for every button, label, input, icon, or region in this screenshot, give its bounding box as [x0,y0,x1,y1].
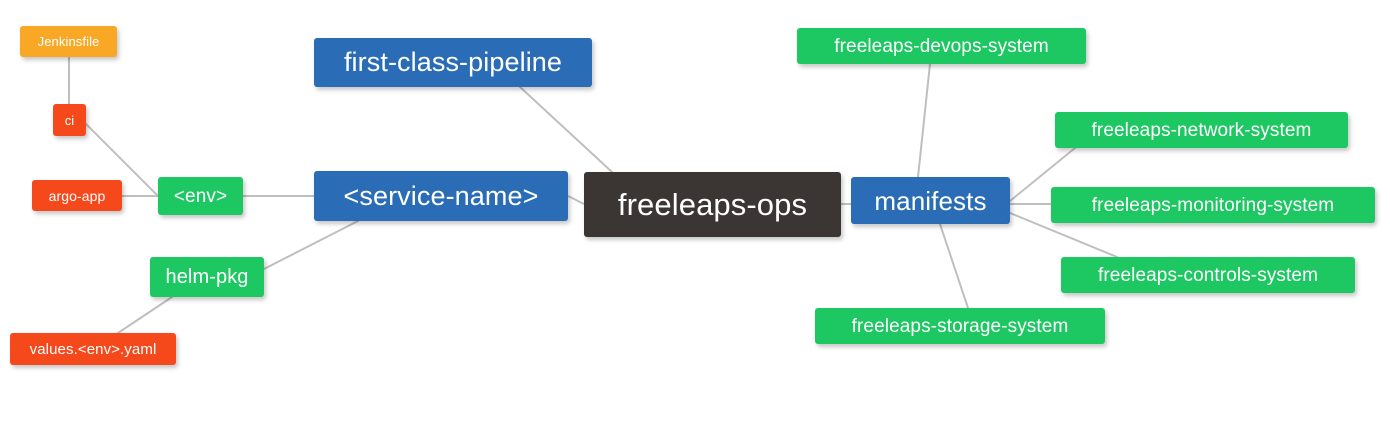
node-label-freeleaps-network-system: freeleaps-network-system [1091,119,1312,141]
node-label-freeleaps-controls-system: freeleaps-controls-system [1097,264,1319,286]
node-label-ci: ci [64,112,75,128]
edge-first-class-pipeline-to-freeleaps-ops [519,86,613,173]
node-label-freeleaps-devops-system: freeleaps-devops-system [834,35,1049,57]
edge-manifests-to-freeleaps-devops-system [917,63,931,178]
node-freeleaps-storage-system[interactable]: freeleaps-storage-system [815,308,1105,344]
node-label-freeleaps-storage-system: freeleaps-storage-system [851,315,1069,337]
node-label-env: <env> [173,185,228,207]
node-label-manifests: manifests [874,185,987,216]
node-service-name[interactable]: <service-name> [314,171,568,221]
node-ci[interactable]: ci [53,104,86,136]
node-manifests[interactable]: manifests [851,177,1010,224]
node-env[interactable]: <env> [158,177,243,215]
edge-helm-pkg-to-values-yaml [117,296,173,334]
node-label-freeleaps-monitoring-system: freeleaps-monitoring-system [1091,194,1335,216]
node-freeleaps-controls-system[interactable]: freeleaps-controls-system [1061,257,1355,293]
node-label-jenkinsfile: Jenkinsfile [37,34,100,49]
node-helm-pkg[interactable]: helm-pkg [150,257,264,297]
node-label-helm-pkg: helm-pkg [165,266,249,288]
edge-service-name-to-freeleaps-ops [567,195,585,205]
node-freeleaps-monitoring-system[interactable]: freeleaps-monitoring-system [1051,187,1375,223]
node-freeleaps-devops-system[interactable]: freeleaps-devops-system [797,28,1086,64]
node-argo-app[interactable]: argo-app [32,180,122,211]
node-freeleaps-network-system[interactable]: freeleaps-network-system [1055,112,1348,148]
node-first-class-pipeline[interactable]: first-class-pipeline [314,38,592,87]
node-label-service-name: <service-name> [343,180,539,211]
node-freeleaps-ops[interactable]: freeleaps-ops [584,172,841,237]
node-jenkinsfile[interactable]: Jenkinsfile [20,26,117,57]
node-label-first-class-pipeline: first-class-pipeline [343,47,563,77]
node-label-argo-app: argo-app [48,187,106,204]
node-label-freeleaps-ops: freeleaps-ops [617,187,808,222]
edge-service-name-to-helm-pkg [263,220,359,270]
edge-manifests-to-freeleaps-storage-system [939,223,969,309]
node-values-yaml[interactable]: values.<env>.yaml [10,333,176,365]
node-label-values-yaml: values.<env>.yaml [29,340,157,358]
